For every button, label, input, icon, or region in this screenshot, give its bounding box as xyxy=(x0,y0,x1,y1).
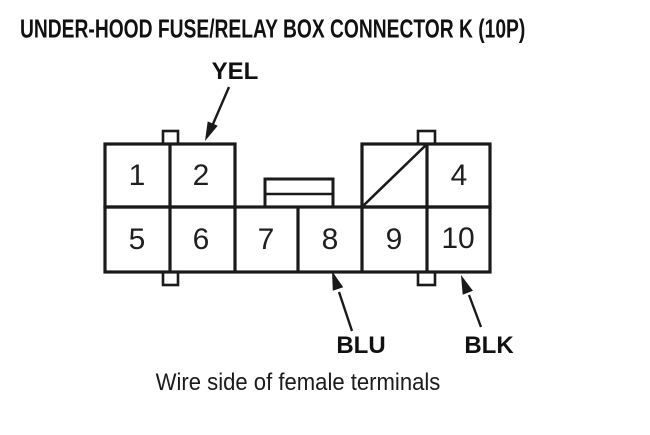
mount-tab-top-right xyxy=(416,129,437,146)
blu-arrow xyxy=(332,271,354,332)
terminal-9: 9 xyxy=(385,223,403,256)
terminal-4: 4 xyxy=(450,159,468,192)
wire-label-yel: YEL xyxy=(211,58,259,85)
cell3-diagonal xyxy=(362,144,427,207)
diagram-title: UNDER-HOOD FUSE/RELAY BOX CONNECTOR K (1… xyxy=(20,13,526,44)
caption: Wire side of female terminals xyxy=(155,369,441,396)
terminal-5: 5 xyxy=(128,223,146,256)
mount-tab-bottom-right xyxy=(416,270,437,287)
terminal-1: 1 xyxy=(128,159,146,192)
connector-body xyxy=(103,129,492,287)
blk-arrow xyxy=(461,275,483,328)
yel-arrow xyxy=(205,86,231,141)
terminal-8: 8 xyxy=(321,223,339,256)
terminal-6: 6 xyxy=(192,223,210,256)
mount-tab-top-left xyxy=(161,129,180,146)
terminal-10: 10 xyxy=(441,222,475,255)
wire-label-blk: BLK xyxy=(464,332,514,359)
terminal-2: 2 xyxy=(192,159,210,192)
wire-label-blu: BLU xyxy=(336,332,386,359)
terminal-7: 7 xyxy=(257,223,275,256)
mount-tab-bottom-left xyxy=(161,270,180,287)
